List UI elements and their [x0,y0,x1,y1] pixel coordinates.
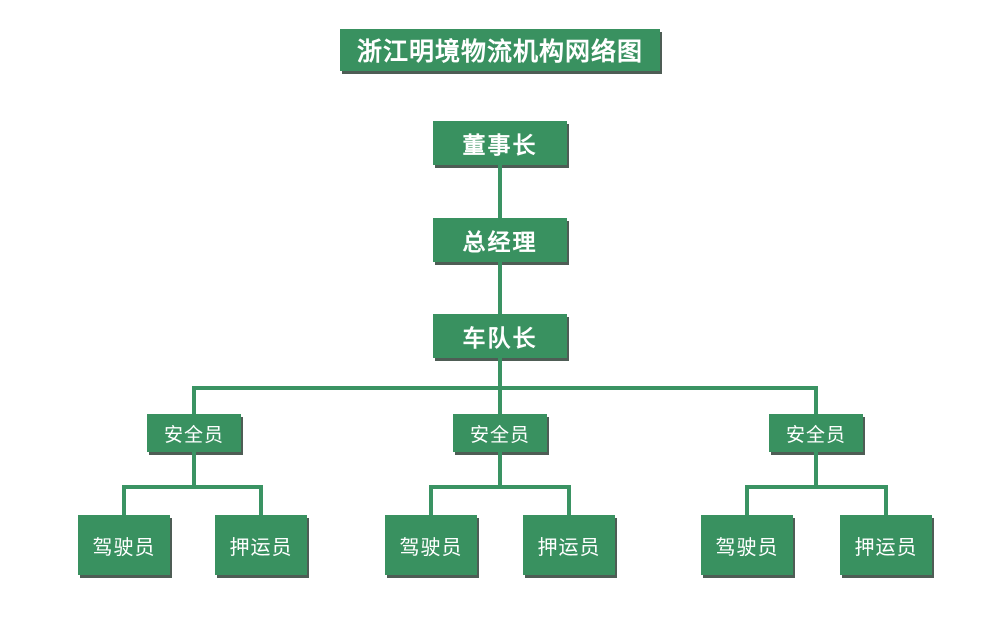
connector-drop-escort-1 [259,485,263,515]
connector-drop-escort-2 [567,485,571,515]
connector-safety1-down [192,452,196,489]
connector-fleet-branch [498,358,502,390]
node-chairman: 董事长 [433,121,567,165]
node-safety-officer-1: 安全员 [147,414,241,452]
node-escort-1: 押运员 [215,515,307,575]
chart-title: 浙江明境物流机构网络图 [340,29,660,71]
node-driver-2: 驾驶员 [385,515,477,575]
connector-drop-safety-2 [498,386,502,414]
connector-chairman-gm [498,165,502,218]
connector-safety3-down [814,452,818,489]
connector-team2-rail [429,485,571,489]
node-driver-3: 驾驶员 [701,515,793,575]
connector-drop-driver-1 [122,485,126,515]
connector-team1-rail [122,485,263,489]
node-safety-officer-3: 安全员 [769,414,863,452]
connector-drop-driver-3 [745,485,749,515]
connector-team3-rail [745,485,888,489]
connector-drop-safety-3 [814,386,818,414]
node-safety-officer-2: 安全员 [453,414,547,452]
node-escort-2: 押运员 [523,515,615,575]
node-general-manager: 总经理 [433,218,567,262]
connector-main-rail [192,386,818,390]
node-escort-3: 押运员 [840,515,932,575]
connector-drop-escort-3 [884,485,888,515]
connector-safety2-down [498,452,502,489]
connector-gm-fleet [498,262,502,314]
connector-drop-driver-2 [429,485,433,515]
node-driver-1: 驾驶员 [78,515,170,575]
node-fleet-captain: 车队长 [433,314,567,358]
connector-drop-safety-1 [192,386,196,414]
